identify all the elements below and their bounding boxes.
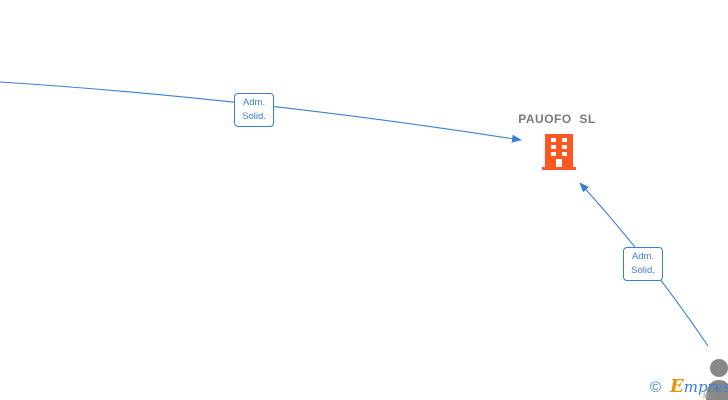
edge-label-adm-solid[interactable]: Adm. Solid. <box>234 93 274 127</box>
edge-label-line2: Solid. <box>631 265 655 276</box>
brand-subtitle: Mu <box>703 392 715 400</box>
company-name[interactable]: PAUOFO SL <box>518 112 596 126</box>
edge-label-line2: Solid. <box>242 111 266 122</box>
brand-logo: Empresia <box>670 376 728 397</box>
copyright-symbol: © <box>650 379 662 396</box>
building-icon[interactable] <box>542 134 576 170</box>
edge-label-line1: Adm. <box>631 251 655 262</box>
edge-label-line1: Adm. <box>242 97 266 108</box>
person-icon[interactable] <box>704 356 728 400</box>
brand-name: mpresia <box>683 378 728 396</box>
brand-initial: E <box>670 376 684 397</box>
edge-label-adm-solid[interactable]: Adm. Solid. <box>623 247 663 281</box>
